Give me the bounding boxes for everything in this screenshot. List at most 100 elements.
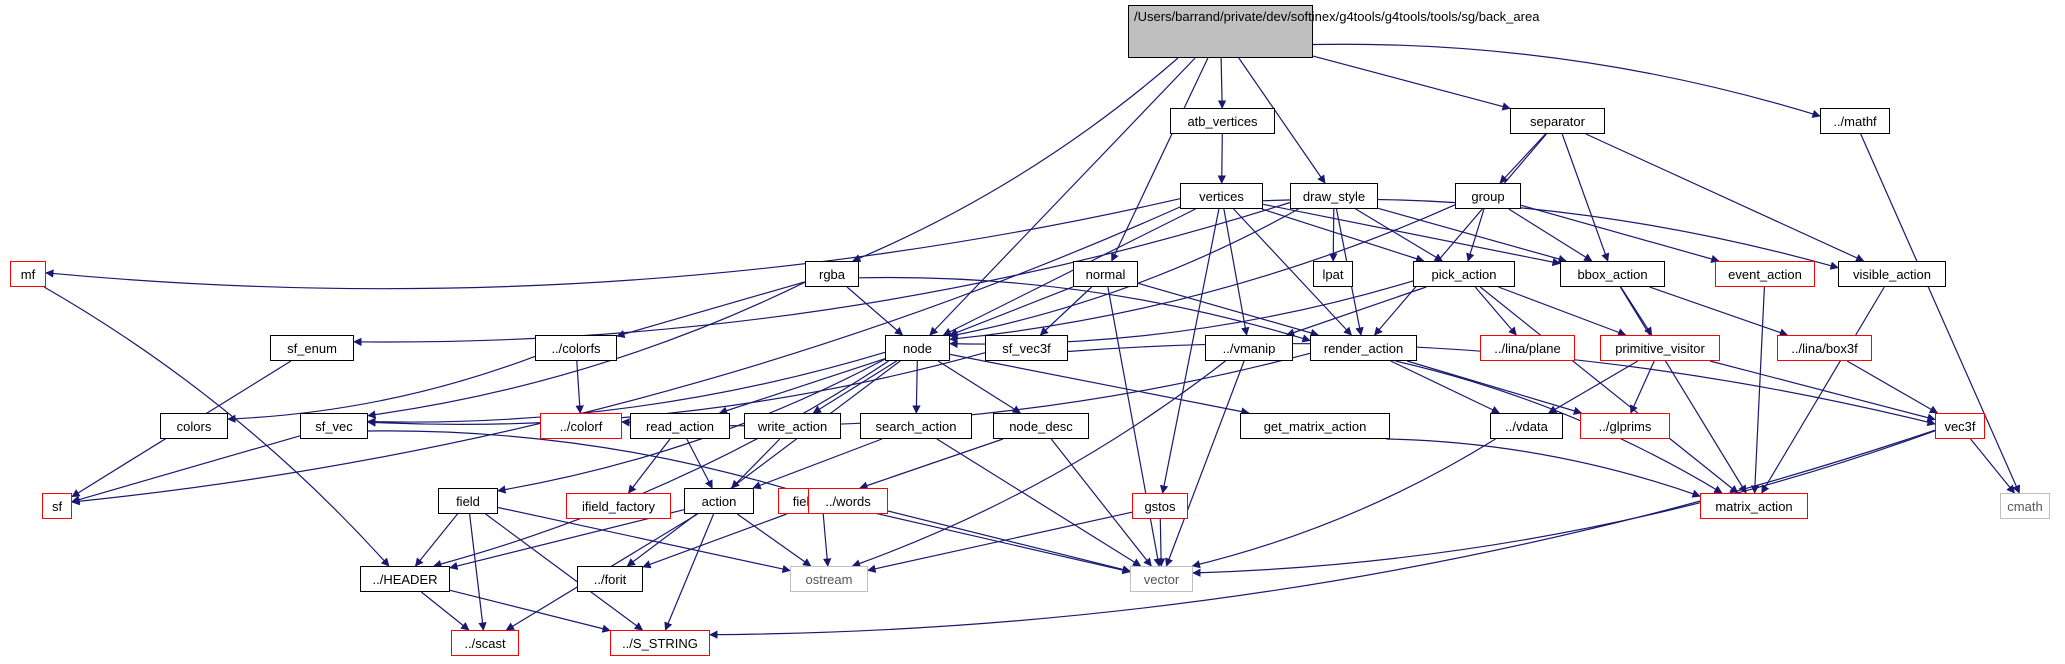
node-render-action[interactable]: render_action: [1310, 335, 1417, 361]
root-line-1: /Users/barrand/private: [1134, 9, 1263, 24]
edge-draw_style-to-lpat: [1329, 208, 1338, 262]
node-s-string[interactable]: ../S_STRING: [610, 630, 710, 656]
node-vdata[interactable]: ../vdata: [1490, 413, 1563, 439]
node-scast[interactable]: ../scast: [451, 630, 519, 656]
node-separator[interactable]: separator: [1510, 108, 1605, 134]
edge-root-to-atb_vertices: [1217, 57, 1227, 109]
edge-normal-to-render_action: [1137, 282, 1320, 337]
edge-group-to-node: [949, 204, 1456, 343]
node-primitive-visitor[interactable]: primitive_visitor: [1600, 335, 1720, 361]
node-forit[interactable]: ../forit: [577, 566, 643, 592]
edge-root-to-draw_style: [1238, 57, 1326, 184]
node-visible-action[interactable]: visible_action: [1838, 261, 1946, 287]
edge-gstos-to-vector: [1156, 518, 1166, 567]
edge-header-to-s_string: [449, 589, 611, 633]
node-write-action[interactable]: write_action: [744, 413, 841, 439]
edge-node-to-sf_vec: [367, 351, 886, 426]
edge-primitive_visitor-to-vec3f: [1709, 360, 1936, 422]
edge-pick_action-to-primitive_visitor: [1498, 286, 1627, 337]
node-lina-plane[interactable]: ../lina/plane: [1480, 335, 1575, 361]
edge-write_action-to-action: [731, 438, 781, 489]
edge-normal-to-sf_vec3f: [1039, 286, 1093, 336]
edge-action-to-s_string: [664, 513, 715, 631]
edge-node-to-read_action: [718, 358, 886, 415]
edge-rgba-to-node: [846, 286, 904, 336]
node-sf-vec[interactable]: sf_vec: [300, 413, 368, 439]
edge-vmanip-to-vector: [1165, 360, 1245, 567]
edge-normal-to-node: [949, 286, 1074, 337]
edge-mf-to-header: [43, 286, 390, 567]
edge-vec3f-to-vector: [1192, 430, 1936, 577]
node-mf[interactable]: mf: [10, 261, 46, 287]
node-search-action[interactable]: search_action: [860, 413, 972, 439]
edge-read_action-to-ifield_factory: [627, 438, 671, 494]
edge-vertices-to-pick_action: [1261, 208, 1425, 263]
node-colorf[interactable]: ../colorf: [540, 413, 622, 439]
node-words[interactable]: ../words: [808, 488, 888, 514]
edge-vdata-to-vector: [1191, 438, 1496, 569]
node-draw-style[interactable]: draw_style: [1290, 183, 1378, 209]
node-group[interactable]: group: [1455, 183, 1521, 209]
edge-node-to-search_action: [912, 360, 921, 414]
edge-pick_action-to-lina_plane: [1474, 286, 1517, 336]
edge-mathf-to-cmath: [1860, 133, 2021, 494]
node-read-action[interactable]: read_action: [630, 413, 730, 439]
edge-root-to-node: [929, 57, 1196, 336]
edge-field_desc-to-forit: [642, 513, 787, 569]
edge-pick_action-to-matrix_action: [1479, 286, 1739, 494]
edge-draw_style-to-bbox_action: [1377, 207, 1567, 264]
node-cmath[interactable]: cmath: [2000, 493, 2050, 519]
edge-vertices-to-sf: [71, 206, 1181, 506]
node-header[interactable]: ../HEADER: [360, 566, 450, 592]
edge-node-to-forit: [626, 360, 901, 567]
node-ostream[interactable]: ostream: [790, 566, 868, 592]
node-action[interactable]: action: [684, 488, 754, 514]
node-normal[interactable]: normal: [1073, 261, 1138, 287]
node-vec3f[interactable]: vec3f: [1935, 413, 1985, 439]
node-sf-enum[interactable]: sf_enum: [270, 335, 354, 361]
node-event-action[interactable]: event_action: [1715, 261, 1815, 287]
node-lina-box3f[interactable]: ../lina/box3f: [1777, 335, 1872, 361]
node-node[interactable]: node: [885, 335, 950, 361]
node-node-desc[interactable]: node_desc: [993, 413, 1089, 439]
node-vmanip[interactable]: ../vmanip: [1205, 335, 1293, 361]
node-bbox-action[interactable]: bbox_action: [1560, 261, 1665, 287]
node-rgba[interactable]: rgba: [805, 261, 859, 287]
node-atb-vertices[interactable]: atb_vertices: [1170, 108, 1275, 134]
edge-draw_style-to-sf_enum: [353, 201, 1291, 347]
node-colors[interactable]: colors: [160, 413, 228, 439]
node-pick-action[interactable]: pick_action: [1413, 261, 1515, 287]
edge-search_action-to-vector: [936, 438, 1142, 567]
edge-vec3f-to-cmath: [1970, 438, 2015, 494]
node-colorfs[interactable]: ../colorfs: [535, 335, 617, 361]
node-sf-vec3f[interactable]: sf_vec3f: [985, 335, 1068, 361]
edge-vec3f-to-s_string: [709, 429, 1936, 639]
node-lpat[interactable]: lpat: [1313, 261, 1353, 287]
edge-field-to-s_string: [485, 513, 644, 631]
graph-root-node[interactable]: /Users/barrand/private /dev/softinex/g4t…: [1128, 5, 1539, 58]
edge-primitive_visitor-to-vdata: [1548, 360, 1639, 414]
edge-root-to-separator: [1312, 55, 1511, 111]
edge-field-to-header: [414, 513, 458, 567]
edge-lina_box3f-to-vec3f: [1846, 360, 1939, 414]
node-vertices[interactable]: vertices: [1180, 183, 1263, 209]
node-gstos[interactable]: gstos: [1132, 493, 1188, 519]
node-get-matrix-action[interactable]: get_matrix_action: [1240, 413, 1390, 439]
node-mathf[interactable]: ../mathf: [1820, 108, 1890, 134]
node-field[interactable]: field: [438, 488, 498, 514]
edge-vertices-to-bbox_action: [1262, 203, 1561, 267]
node-ifield-factory[interactable]: ifield_factory: [566, 493, 671, 519]
node-sf[interactable]: sf: [42, 493, 72, 519]
edge-gstos-to-ostream: [867, 511, 1133, 573]
edge-node_desc-to-vector: [1050, 438, 1152, 567]
edge-draw_style-to-pick_action: [1355, 208, 1444, 262]
node-vector[interactable]: vector: [1130, 566, 1193, 592]
edge-primitive_visitor-to-glprims: [1630, 360, 1655, 414]
edge-node-to-write_action: [812, 360, 898, 414]
node-matrix-action[interactable]: matrix_action: [1700, 493, 1808, 519]
edge-root-to-mathf: [1312, 43, 1821, 118]
edge-root-to-normal: [1111, 57, 1209, 262]
node-glprims[interactable]: ../glprims: [1580, 413, 1670, 439]
edge-node-to-node_desc: [937, 360, 1022, 414]
